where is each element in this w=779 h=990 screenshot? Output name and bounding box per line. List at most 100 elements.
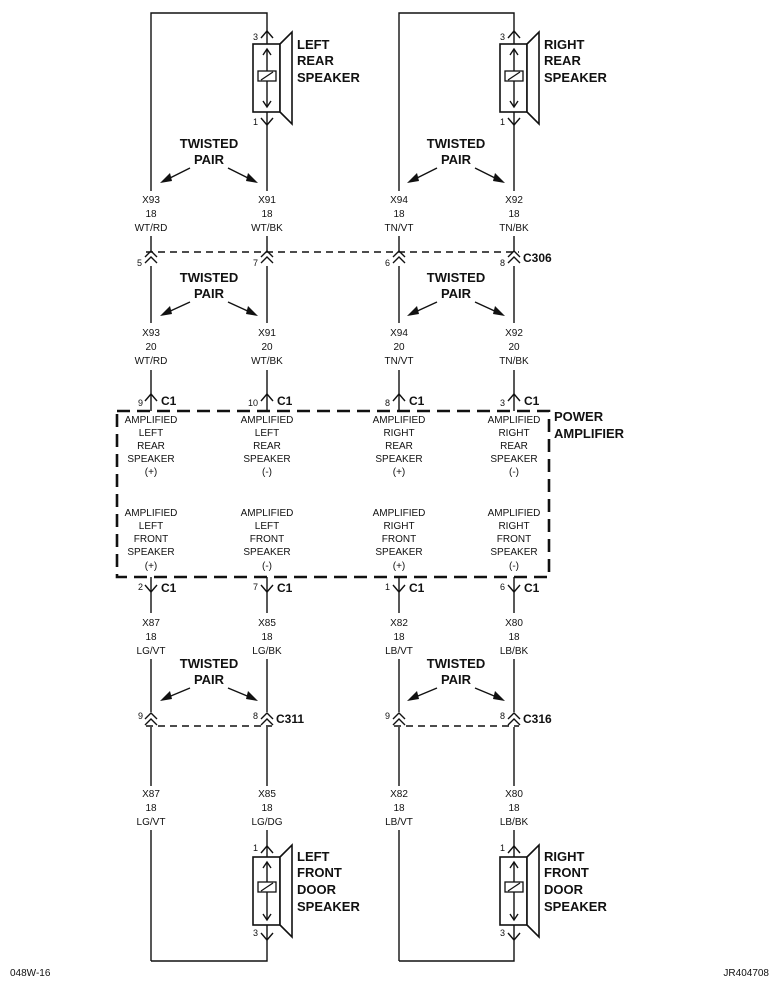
wire-color: WT/RD <box>135 356 168 367</box>
output-label: AMPLIFIED <box>125 508 178 519</box>
pin-label: 10 <box>248 398 258 408</box>
connector-name: C1 <box>524 394 540 408</box>
power-amplifier: POWER AMPLIFIER AMPLIFIED LEFT REAR SPEA… <box>115 409 625 579</box>
wire-circuit: X85 <box>258 618 276 629</box>
output-label: REAR <box>253 441 281 452</box>
amplifier-title: AMPLIFIER <box>554 426 625 441</box>
twisted-pair-label: TWISTED <box>427 656 486 671</box>
connector-name: C316 <box>523 712 552 726</box>
speaker-label: RIGHT <box>544 849 585 864</box>
output-label: (+) <box>145 561 158 572</box>
wire-gauge: 18 <box>145 803 157 814</box>
wire-gauge: 20 <box>393 342 405 353</box>
output-label: AMPLIFIED <box>241 508 294 519</box>
amplifier-title: POWER <box>554 409 604 424</box>
speaker-label: FRONT <box>297 865 342 880</box>
diagram-code-right: JR404708 <box>723 968 769 979</box>
twisted-pair-label: TWISTED <box>180 136 239 151</box>
wire-gauge: 18 <box>508 632 520 643</box>
wire-color: TN/VT <box>385 223 414 234</box>
twisted-pair-label: TWISTED <box>180 270 239 285</box>
coil-slash <box>260 882 274 892</box>
connector-terminal-icon <box>507 712 521 726</box>
wire-gauge: 18 <box>393 209 405 220</box>
wire-labels-middle: X93 20 WT/RD X91 20 WT/BK X94 20 TN/VT X… <box>135 328 529 367</box>
connector-name: C1 <box>409 581 425 595</box>
twisted-pair-label: PAIR <box>194 152 225 167</box>
pin-label: 8 <box>253 711 258 721</box>
speaker-cone-icon <box>279 30 293 126</box>
wire-color: WT/RD <box>135 223 168 234</box>
connector-terminal-icon <box>144 250 158 264</box>
arrow-head <box>246 306 258 316</box>
output-label: (+) <box>145 467 158 478</box>
connector-c306: 5 7 6 8 C306 <box>137 250 552 268</box>
terminal-icon <box>507 932 521 942</box>
output-label: AMPLIFIED <box>373 508 426 519</box>
wire-gauge: 18 <box>261 803 273 814</box>
pin-label: 3 <box>500 928 505 938</box>
twisted-pair-lower-right: TWISTED PAIR <box>407 656 505 701</box>
output-label: REAR <box>385 441 413 452</box>
pin-label: 3 <box>253 32 258 42</box>
wire-gauge: 18 <box>261 209 273 220</box>
speaker-label: FRONT <box>544 865 589 880</box>
output-label: SPEAKER <box>127 547 174 558</box>
connector-terminal-icon <box>260 250 274 264</box>
connector-terminal-icon <box>392 250 406 264</box>
coil-arrows-icon <box>262 47 272 109</box>
pin-label: 7 <box>253 258 258 268</box>
output-label: (-) <box>509 467 519 478</box>
output-label: RIGHT <box>498 521 529 532</box>
pin-label: 9 <box>385 711 390 721</box>
speaker-label: LEFT <box>297 37 330 52</box>
output-label: (-) <box>262 467 272 478</box>
output-label: SPEAKER <box>375 454 422 465</box>
wire-circuit: X94 <box>390 195 408 206</box>
connector-c316: 9 8 C316 <box>385 711 552 727</box>
arrow-head <box>160 173 172 183</box>
wire-color: TN/BK <box>499 223 529 234</box>
twisted-pair-label: PAIR <box>194 286 225 301</box>
wire-gauge: 18 <box>508 209 520 220</box>
speaker-label: DOOR <box>297 882 337 897</box>
wire-color: LG/VT <box>137 817 166 828</box>
twisted-pair-label: TWISTED <box>427 136 486 151</box>
wire-labels-upper: X93 18 WT/RD X91 18 WT/BK X94 18 TN/VT X… <box>135 195 529 234</box>
output-label: SPEAKER <box>490 454 537 465</box>
coil-slash <box>507 71 521 81</box>
wire-color: LG/VT <box>137 646 166 657</box>
output-label: SPEAKER <box>243 454 290 465</box>
wire-gauge: 18 <box>145 632 157 643</box>
pin-label: 9 <box>138 398 143 408</box>
wire-circuit: X80 <box>505 618 523 629</box>
coil-slash <box>260 71 274 81</box>
output-label: FRONT <box>250 534 284 545</box>
connector-c311: 9 8 C311 <box>138 711 304 727</box>
output-label: AMPLIFIED <box>488 508 541 519</box>
wire-color: WT/BK <box>251 223 283 234</box>
wire-color: LB/VT <box>385 646 413 657</box>
wire-gauge: 20 <box>261 342 273 353</box>
wire-circuit: X91 <box>258 195 276 206</box>
arrow-head <box>246 173 258 183</box>
terminal-icon <box>507 117 521 127</box>
wires <box>150 12 515 962</box>
output-label: (+) <box>393 561 406 572</box>
wire-color: LG/BK <box>252 646 282 657</box>
twisted-pair-lower-left: TWISTED PAIR <box>160 656 258 701</box>
arrow-head <box>407 173 419 183</box>
speaker-label: SPEAKER <box>544 70 607 85</box>
wire-labels-lower: X87 18 LG/VT X85 18 LG/BK X82 18 LB/VT X… <box>137 618 529 657</box>
output-label: FRONT <box>497 534 531 545</box>
left-front-door-speaker: 1 3 LEFT FRONT DOOR SPEAKER <box>252 843 360 942</box>
connector-terminal-icon <box>260 712 274 726</box>
wire-circuit: X94 <box>390 328 408 339</box>
output-label: SPEAKER <box>490 547 537 558</box>
output-label: (-) <box>262 561 272 572</box>
output-label: LEFT <box>255 428 279 439</box>
wire-circuit: X92 <box>505 328 523 339</box>
wire-right-rear-loop <box>398 12 515 191</box>
